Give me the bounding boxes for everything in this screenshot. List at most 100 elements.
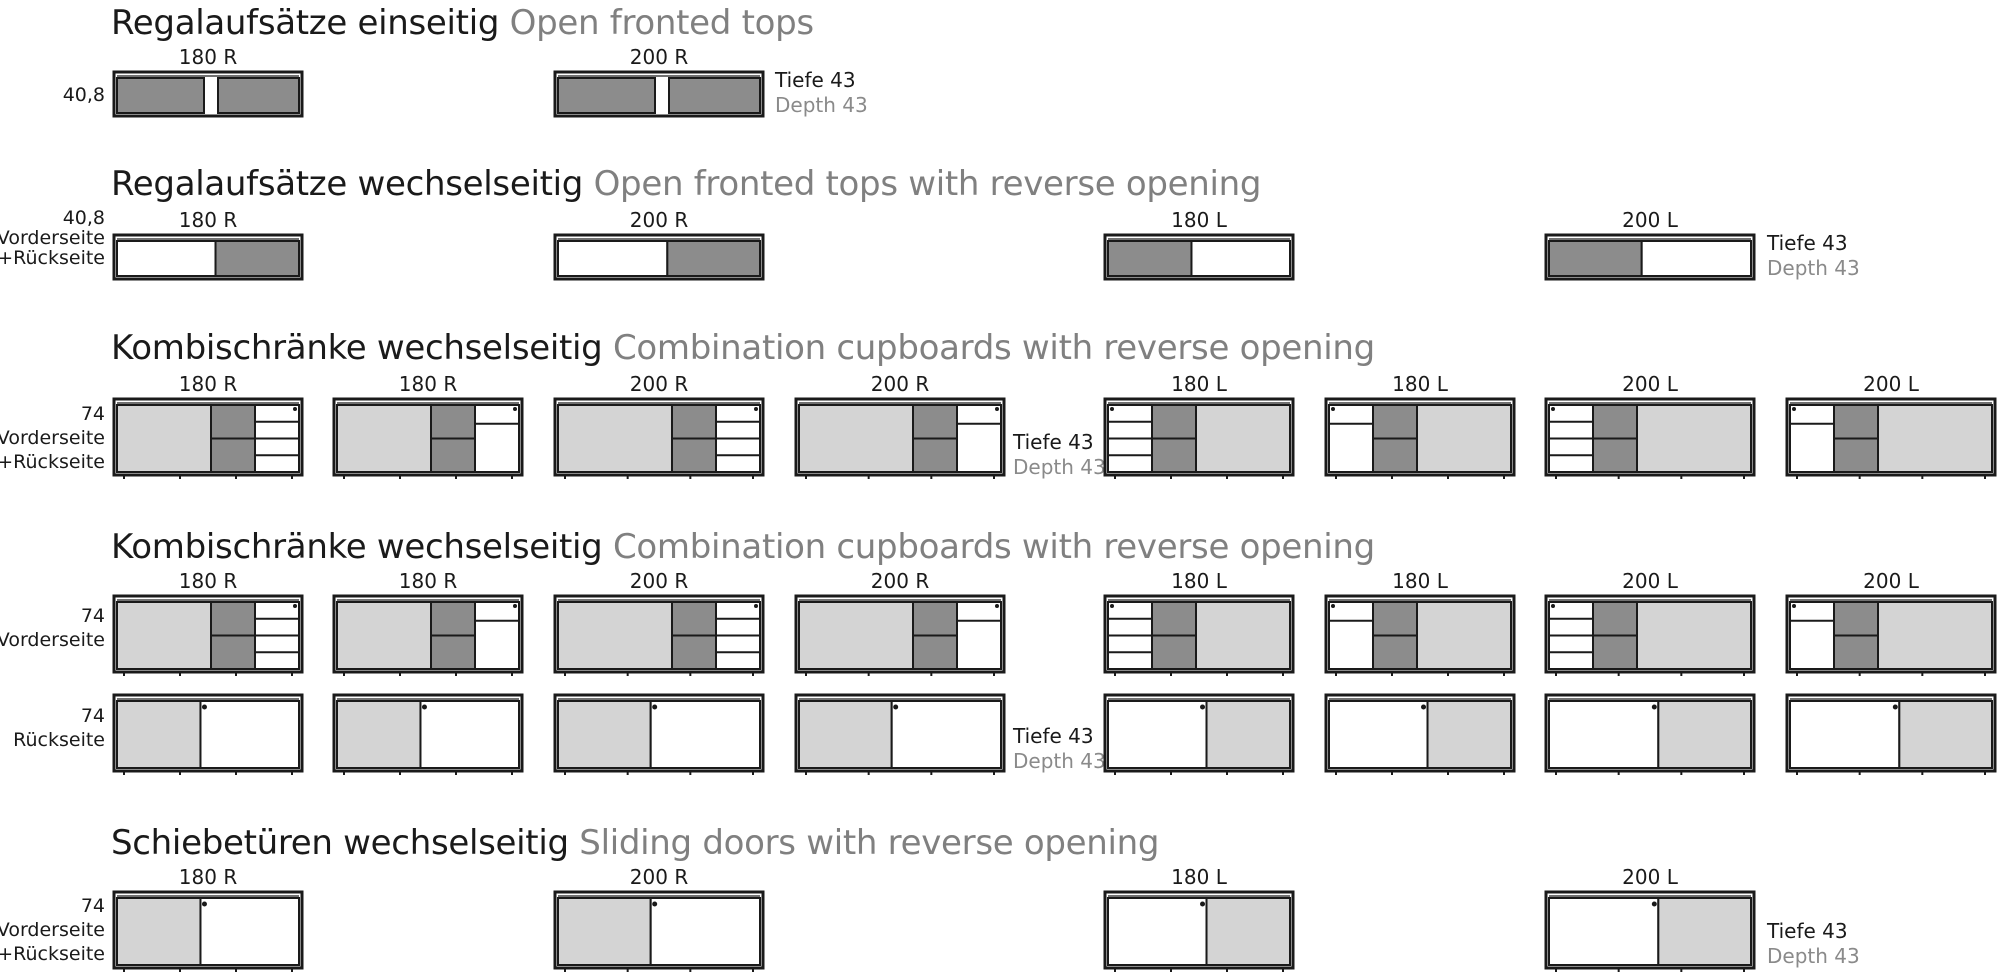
drawer-column: [1328, 601, 1374, 670]
open-compartment: [1107, 240, 1193, 277]
handle-dot: [1200, 704, 1206, 710]
furniture-unit: [794, 594, 1006, 676]
section-title-en: Open fronted tops: [509, 3, 814, 43]
rear-compartment: [557, 240, 669, 277]
size-label: 180 L: [1171, 569, 1227, 593]
furniture-unit: [112, 890, 304, 972]
door-panel: [336, 404, 432, 473]
handle-dot: [293, 407, 297, 411]
open-shelf: [210, 601, 256, 637]
open-shelf: [912, 437, 958, 473]
depth-en: Depth 43: [1767, 944, 1860, 968]
size-label: 200 L: [1622, 372, 1678, 396]
section-title-en: Open fronted tops with reverse opening: [593, 164, 1262, 204]
furniture-unit: [1544, 397, 1756, 479]
door-panel: [1205, 700, 1292, 769]
door-panel: [557, 897, 652, 966]
handle-dot: [1331, 604, 1335, 608]
handle-dot: [1551, 604, 1555, 608]
handle-dot: [652, 704, 658, 710]
handle-dot: [1651, 704, 1657, 710]
handle-dot: [1110, 407, 1114, 411]
open-compartment: [666, 240, 762, 277]
door-panel: [557, 404, 673, 473]
section-title-de: Schiebetüren wechselseitig: [111, 823, 569, 863]
size-label: 200 R: [870, 372, 930, 396]
furniture-unit: [794, 397, 1006, 479]
door-panel: [1898, 700, 1993, 769]
drawer-column: [1789, 601, 1835, 670]
open-shelf: [1151, 404, 1197, 440]
row-label-combination-cupboards: 74 Vorderseite +Rückseite: [0, 402, 105, 474]
open-shelf: [1833, 601, 1879, 637]
door-panel: [1426, 700, 1513, 769]
open-shelf: [1833, 634, 1879, 670]
depth-en: Depth 43: [1767, 256, 1860, 280]
door-panel: [1328, 700, 1429, 769]
furniture-unit: [1103, 594, 1295, 676]
size-label: 200 L: [1622, 569, 1678, 593]
side-label: +Rückseite: [0, 247, 105, 269]
section-title-en: Combination cupboards with reverse openi…: [612, 328, 1375, 368]
handle-dot: [201, 901, 207, 907]
side-label: +Rückseite: [0, 943, 105, 965]
door-panel: [1416, 601, 1512, 670]
furniture-unit: [553, 594, 765, 676]
door-panel: [1107, 897, 1208, 966]
open-shelf: [1833, 404, 1879, 440]
depth-de: Tiefe 43: [775, 68, 856, 92]
door-panel: [336, 601, 432, 670]
furniture-unit: [553, 397, 765, 479]
handle-dot: [1892, 704, 1898, 710]
door-panel: [1657, 700, 1752, 769]
depth-de: Tiefe 43: [1013, 724, 1094, 748]
handle-dot: [1421, 704, 1427, 710]
row-label-rear-only: 74 Rückseite: [13, 704, 105, 752]
open-shelf: [1592, 437, 1638, 473]
open-shelf: [671, 404, 717, 440]
depth-label: Tiefe 43 Depth 43: [1767, 919, 1860, 969]
size-label: 180 R: [178, 208, 238, 232]
handle-dot: [293, 604, 297, 608]
handle-dot: [421, 704, 427, 710]
door-panel: [1636, 601, 1752, 670]
handle-dot: [201, 704, 207, 710]
side-label: Vorderseite: [0, 919, 105, 941]
side-label: Rückseite: [13, 729, 105, 751]
section-title-sliding-doors: Schiebetüren wechselseitig Sliding doors…: [111, 826, 1159, 860]
open-shelf: [1151, 634, 1197, 670]
furniture-unit-rear: [112, 693, 304, 775]
open-shelf: [671, 437, 717, 473]
open-shelf: [430, 404, 476, 440]
size-label: 180 R: [398, 372, 458, 396]
door-panel: [199, 897, 300, 966]
section-title-de: Regalaufsätze wechselseitig: [111, 164, 584, 204]
door-panel: [1107, 700, 1208, 769]
open-compartment: [217, 77, 300, 114]
size-label: 180 R: [178, 45, 238, 69]
furniture-unit: [1785, 397, 1997, 479]
depth-label: Tiefe 43 Depth 43: [775, 68, 868, 118]
open-compartment: [214, 240, 301, 277]
furniture-unit: [553, 233, 765, 281]
open-compartment: [116, 77, 205, 114]
height-label: 74: [80, 403, 105, 425]
size-label: 200 R: [870, 569, 930, 593]
furniture-unit-rear: [553, 693, 765, 775]
door-panel: [1789, 700, 1901, 769]
door-panel: [1657, 897, 1752, 966]
depth-label: Tiefe 43 Depth 43: [1767, 231, 1860, 281]
height-label: 74: [80, 705, 105, 727]
handle-dot: [1551, 407, 1555, 411]
furniture-unit: [332, 397, 524, 479]
open-shelf: [1372, 601, 1418, 637]
door-panel: [419, 700, 521, 769]
drawer-column: [474, 601, 520, 670]
open-compartment: [557, 77, 656, 114]
size-label: 180 L: [1392, 372, 1448, 396]
drawer-column: [474, 404, 520, 473]
rear-compartment: [1640, 240, 1753, 277]
drawer-column: [1789, 404, 1835, 473]
size-label: 180 R: [178, 569, 238, 593]
side-label: Vorderseite: [0, 629, 105, 651]
